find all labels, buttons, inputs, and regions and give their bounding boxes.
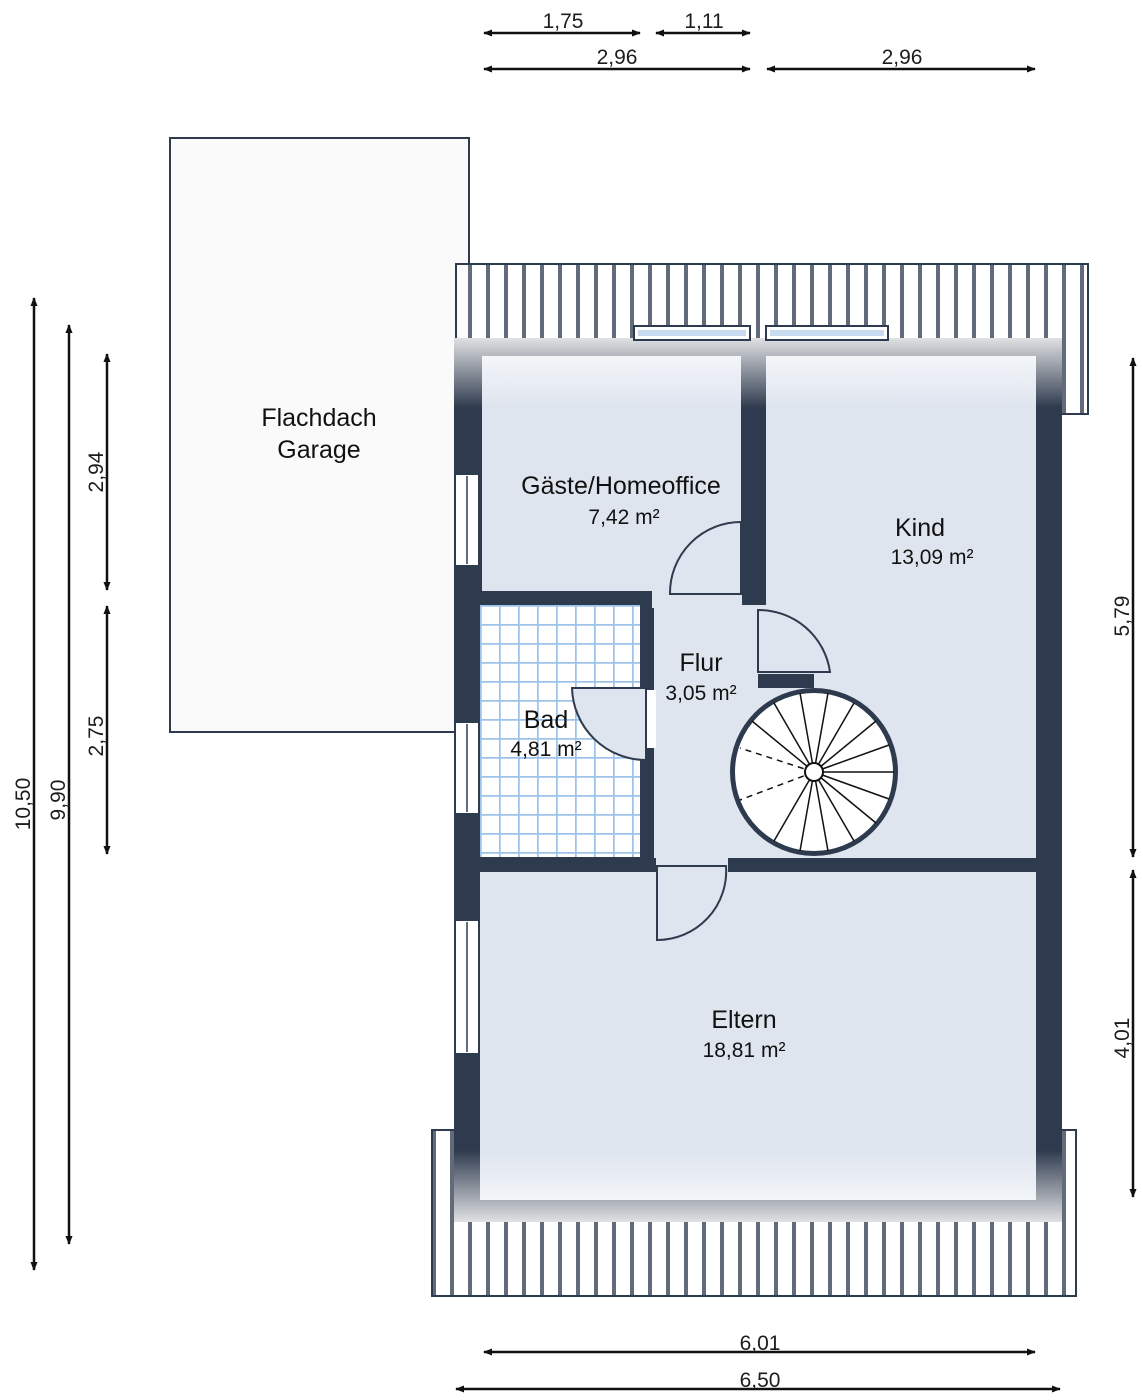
garage-label-line1: Flachdach — [261, 404, 376, 432]
dimension-lines — [30, 29, 1137, 1393]
room-labels: Gäste/Homeoffice 7,42 m² Kind 13,09 m² F… — [510, 472, 973, 1062]
room-kid-name: Kind — [895, 514, 945, 542]
top-windows — [633, 325, 889, 341]
garage-label-line2: Garage — [277, 436, 360, 464]
room-guest-area: 7,42 m² — [588, 506, 659, 529]
dimension-labels: 1,75 1,11 2,96 2,96 6,01 6,50 10,50 9,90… — [12, 10, 1134, 1392]
dim-right-upper: 5,79 — [1111, 596, 1134, 637]
dim-top-b: 1,11 — [684, 10, 723, 33]
dim-left-lower: 2,75 — [85, 716, 108, 757]
room-hall-name: Flur — [679, 649, 722, 677]
room-bath-area: 4,81 m² — [510, 738, 581, 761]
dim-left-outer: 10,50 — [12, 778, 35, 831]
dim-top-a: 1,75 — [543, 10, 584, 33]
dim-right-lower: 4,01 — [1111, 1018, 1134, 1059]
garage-flat-roof: Flachdach Garage — [169, 137, 470, 733]
doors — [570, 520, 832, 942]
floor-parents — [480, 872, 1036, 1200]
dim-top-c: 2,96 — [597, 46, 638, 69]
room-parents-name: Eltern — [711, 1006, 776, 1034]
left-windows — [454, 473, 480, 1055]
room-kid-area: 13,09 m² — [891, 546, 974, 569]
dim-bottom-inner: 6,01 — [740, 1332, 781, 1355]
room-hall-area: 3,05 m² — [665, 682, 736, 705]
room-bath-name: Bad — [524, 706, 568, 734]
dim-top-d: 2,96 — [882, 46, 923, 69]
dim-left-upper: 2,94 — [85, 451, 108, 492]
spiral-staircase — [730, 674, 898, 856]
room-parents-area: 18,81 m² — [703, 1039, 786, 1062]
room-guest-name: Gäste/Homeoffice — [521, 472, 721, 500]
dim-bottom-outer: 6,50 — [740, 1369, 781, 1392]
dim-left-mid: 9,90 — [47, 780, 70, 821]
